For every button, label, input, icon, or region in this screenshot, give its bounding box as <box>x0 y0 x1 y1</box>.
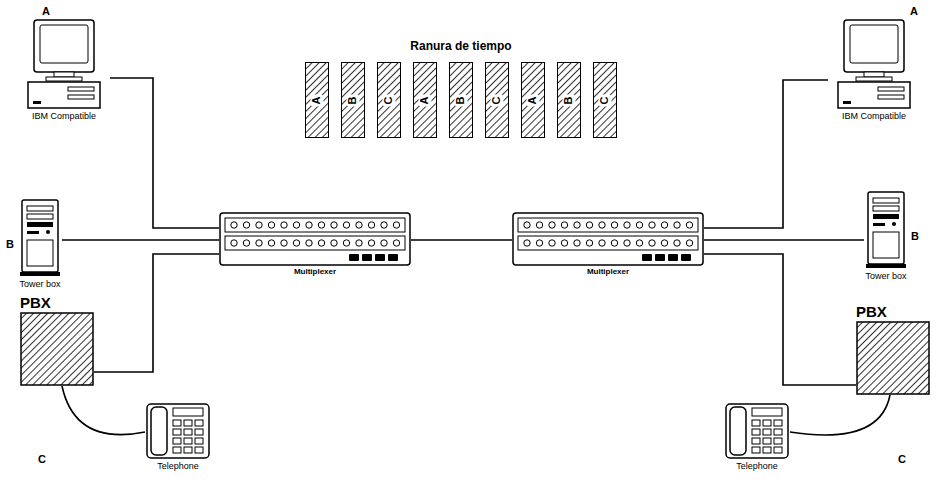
link-line <box>704 254 856 385</box>
tower-group: Tower box <box>864 190 908 282</box>
time-slot: C <box>593 62 617 138</box>
computer-node: A IBM Compatible <box>828 4 920 122</box>
tower-icon <box>18 198 62 278</box>
pbx-node: PBX <box>856 303 930 395</box>
link-line <box>704 239 864 241</box>
time-slot: B <box>557 62 581 138</box>
multiplexer-caption: Multiplexer <box>587 266 629 278</box>
device-caption: IBM Compatible <box>842 110 906 122</box>
slot-letter: C <box>598 94 611 106</box>
time-slot: B <box>449 62 473 138</box>
time-slot: B <box>341 62 365 138</box>
slot-letter: C <box>382 94 395 106</box>
telephone-node: Telephone <box>145 402 211 472</box>
slot-letter: A <box>310 94 323 106</box>
time-slot: C <box>377 62 401 138</box>
phone-cord <box>62 386 145 435</box>
pbx-box <box>856 321 930 395</box>
device-caption: IBM Compatible <box>32 110 96 122</box>
time-slot: A <box>521 62 545 138</box>
pbx-label: PBX <box>20 294 51 312</box>
time-slot: A <box>413 62 437 138</box>
multiplexer-panel <box>512 212 704 266</box>
device-caption: Tower box <box>865 270 906 282</box>
link-line <box>94 254 219 372</box>
device-caption: Telephone <box>157 460 199 472</box>
device-letter: A <box>910 4 918 18</box>
link-line <box>110 78 219 228</box>
device-letter: A <box>42 4 50 18</box>
link-line <box>704 80 828 228</box>
slot-letter: B <box>454 94 467 106</box>
device-caption: Tower box <box>19 278 60 290</box>
group-letter: C <box>898 452 906 466</box>
computer-icon <box>834 18 914 110</box>
telephone-icon <box>145 402 211 460</box>
telephone-node: Telephone <box>724 402 790 472</box>
phone-cord <box>790 395 890 435</box>
slot-letter: A <box>526 94 539 106</box>
link-line <box>411 239 512 241</box>
telephone-icon <box>724 402 790 460</box>
device-caption: Telephone <box>736 460 778 472</box>
slot-letter: B <box>562 94 575 106</box>
device-letter: B <box>6 237 14 251</box>
computer-node: A IBM Compatible <box>18 4 110 122</box>
multiplexer-panel <box>219 212 411 266</box>
time-slot: A <box>305 62 329 138</box>
multiplexer-node: Multiplexer <box>219 212 411 278</box>
pbx-box <box>20 312 94 386</box>
slot-letter: B <box>346 94 359 106</box>
link-line <box>62 239 219 241</box>
device-letter: B <box>911 229 919 243</box>
pbx-label: PBX <box>856 303 887 321</box>
multiplexer-caption: Multiplexer <box>294 266 336 278</box>
slot-letter: A <box>418 94 431 106</box>
time-slot: C <box>485 62 509 138</box>
tower-group: Tower box <box>18 198 62 290</box>
computer-icon <box>24 18 104 110</box>
multiplexer-node: Multiplexer <box>512 212 704 278</box>
slot-letter: C <box>490 94 503 106</box>
group-letter: C <box>38 452 46 466</box>
tower-node: B Tower box <box>6 198 62 290</box>
tower-node: Tower box B <box>864 190 919 282</box>
pbx-node: PBX <box>20 294 94 386</box>
slot-row-title: Ranura de tiempo <box>380 38 542 54</box>
tower-icon <box>864 190 908 270</box>
